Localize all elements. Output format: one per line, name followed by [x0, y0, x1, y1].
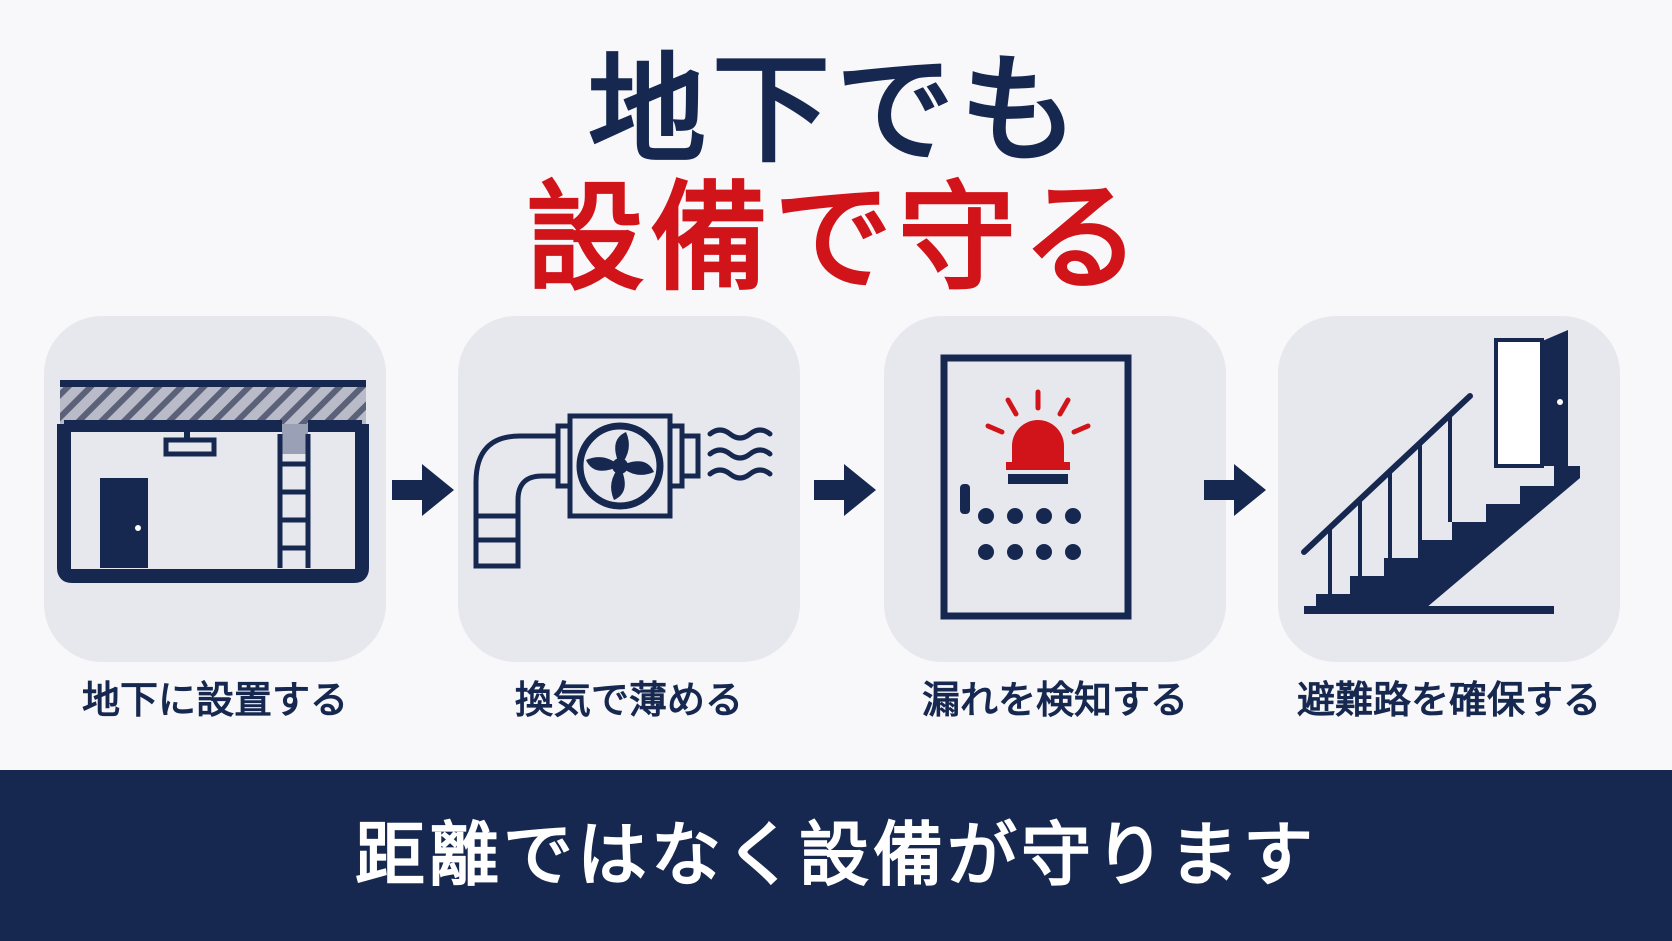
step-card-ventilation [458, 316, 800, 662]
bottom-banner: 距離ではなく設備が守ります [0, 770, 1672, 941]
step-card-detection [884, 316, 1226, 662]
leak-alarm-panel-icon [940, 354, 1132, 620]
step-label-leak-detection: 漏れを検知する [921, 678, 1188, 722]
title-line-2: 設備で守る [525, 169, 1146, 307]
evacuation-stairs-icon [1301, 330, 1580, 614]
title-line-1: 地下でも [587, 41, 1084, 179]
step-card-evacuation [1278, 316, 1620, 662]
ventilation-fan-icon [473, 413, 773, 569]
banner-text: 距離ではなく設備が守ります [355, 814, 1317, 896]
step-label-evacuation: 避難路を確保する [1296, 678, 1601, 722]
underground-room-icon [57, 380, 369, 583]
step-card-underground [44, 316, 386, 662]
arrow-right-icon [1204, 464, 1266, 516]
arrow-right-icon [392, 464, 454, 516]
step-label-ventilation: 換気で薄める [514, 678, 743, 722]
arrow-right-icon [814, 464, 876, 516]
step-label-install-underground: 地下に設置する [81, 678, 348, 722]
